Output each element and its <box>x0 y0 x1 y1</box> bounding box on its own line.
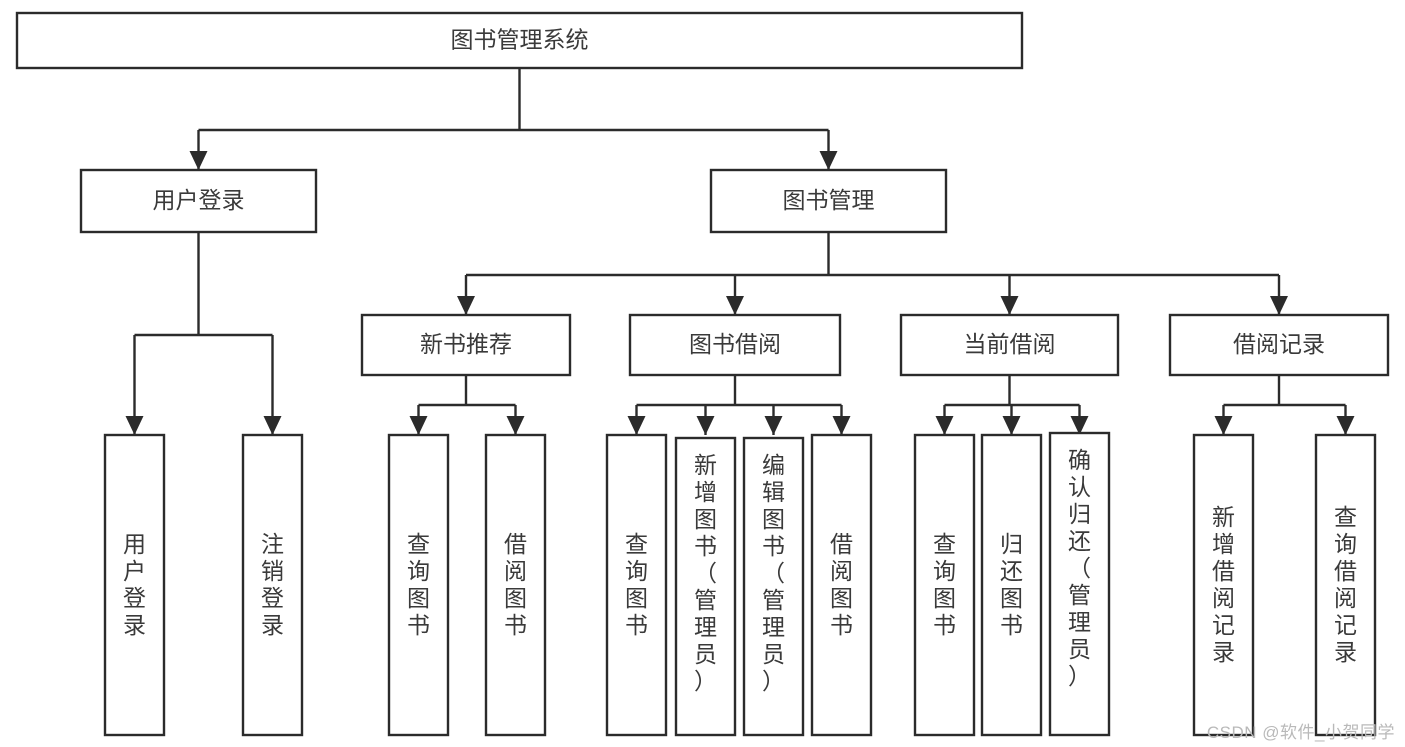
node-label: 借阅记录 <box>1233 331 1325 357</box>
arrow-head-icon <box>1070 416 1089 435</box>
node-box <box>103 433 166 737</box>
node-box <box>387 433 450 737</box>
node-box <box>1168 313 1390 377</box>
node-layer: 图书管理系统用户登录图书管理新书推荐图书借阅当前借阅借阅记录用户登录注销登录查询… <box>15 11 1390 737</box>
node-box <box>79 168 318 234</box>
node-box <box>605 433 668 737</box>
arrow-head-icon <box>832 416 851 435</box>
node-label: 新书推荐 <box>420 331 512 357</box>
node-label: 图书管理 <box>783 187 875 213</box>
node-leaf-add-record[interactable]: 新增借阅记录 <box>1192 433 1255 737</box>
node-book-borrow[interactable]: 图书借阅 <box>628 313 842 377</box>
node-label: 查询图书 <box>625 531 648 638</box>
node-label: 借阅图书 <box>830 531 853 638</box>
node-label: 确认归还（管理员） <box>1068 447 1091 689</box>
node-label: 借阅图书 <box>504 531 527 638</box>
arrow-head-icon <box>263 416 282 435</box>
node-label: 图书借阅 <box>689 331 781 357</box>
arrow-head-icon <box>409 416 428 435</box>
node-current-borrow[interactable]: 当前借阅 <box>899 313 1120 377</box>
arrow-head-icon <box>457 296 475 315</box>
arrow-head-icon <box>1336 416 1355 435</box>
node-new-book-rec[interactable]: 新书推荐 <box>360 313 572 377</box>
node-leaf-query-book-3[interactable]: 查询图书 <box>913 433 976 737</box>
node-box <box>899 313 1120 377</box>
arrow-head-icon <box>189 151 208 170</box>
arrow-head-icon <box>1214 416 1233 435</box>
node-leaf-borrow-book-2[interactable]: 借阅图书 <box>810 433 873 737</box>
node-label: 查询图书 <box>933 531 956 638</box>
node-label: 图书管理系统 <box>451 27 589 53</box>
node-leaf-confirm-return[interactable]: 确认归还（管理员） <box>1048 431 1111 737</box>
node-leaf-logout[interactable]: 注销登录 <box>241 433 304 737</box>
node-box <box>15 11 1024 70</box>
node-box <box>674 436 737 737</box>
node-box <box>980 433 1043 737</box>
node-box <box>709 168 948 234</box>
node-box <box>810 433 873 737</box>
arrow-head-icon <box>935 416 954 435</box>
node-leaf-add-book[interactable]: 新增图书（管理员） <box>674 436 737 737</box>
node-label: 用户登录 <box>153 187 245 213</box>
node-borrow-record[interactable]: 借阅记录 <box>1168 313 1390 377</box>
node-box <box>628 313 842 377</box>
node-user-login[interactable]: 用户登录 <box>79 168 318 234</box>
node-box <box>1048 431 1111 737</box>
node-label: 查询图书 <box>407 531 430 638</box>
node-leaf-query-record[interactable]: 查询借阅记录 <box>1314 433 1377 737</box>
arrow-head-icon <box>726 296 744 315</box>
node-label: 新增借阅记录 <box>1212 504 1235 665</box>
arrow-head-icon <box>1270 296 1288 315</box>
node-box <box>1314 433 1377 737</box>
node-leaf-user-login[interactable]: 用户登录 <box>103 433 166 737</box>
node-book-manage[interactable]: 图书管理 <box>709 168 948 234</box>
node-leaf-return-book[interactable]: 归还图书 <box>980 433 1043 737</box>
node-leaf-borrow-book-1[interactable]: 借阅图书 <box>484 433 547 737</box>
arrow-head-icon <box>506 416 525 435</box>
node-box <box>742 436 805 737</box>
node-box <box>484 433 547 737</box>
arrow-head-icon <box>696 416 715 435</box>
arrow-head-icon <box>125 416 144 435</box>
node-leaf-edit-book[interactable]: 编辑图书（管理员） <box>742 436 805 737</box>
node-leaf-query-book-1[interactable]: 查询图书 <box>387 433 450 737</box>
node-label: 新增图书（管理员） <box>694 452 717 694</box>
node-label: 用户登录 <box>123 531 146 638</box>
arrow-head-icon <box>627 416 646 435</box>
node-label: 编辑图书（管理员） <box>762 452 785 694</box>
arrow-head-icon <box>819 151 838 170</box>
arrow-head-icon <box>764 416 783 435</box>
node-root[interactable]: 图书管理系统 <box>15 11 1024 70</box>
arrow-head-icon <box>1000 296 1019 315</box>
connector-layer <box>125 68 1355 435</box>
node-label: 查询借阅记录 <box>1334 504 1357 665</box>
node-box <box>1192 433 1255 737</box>
node-label: 注销登录 <box>261 531 284 638</box>
node-leaf-query-book-2[interactable]: 查询图书 <box>605 433 668 737</box>
arrow-head-icon <box>1002 416 1021 435</box>
node-box <box>913 433 976 737</box>
node-box <box>241 433 304 737</box>
node-label: 归还图书 <box>1000 531 1023 638</box>
node-box <box>360 313 572 377</box>
node-label: 当前借阅 <box>964 331 1056 357</box>
